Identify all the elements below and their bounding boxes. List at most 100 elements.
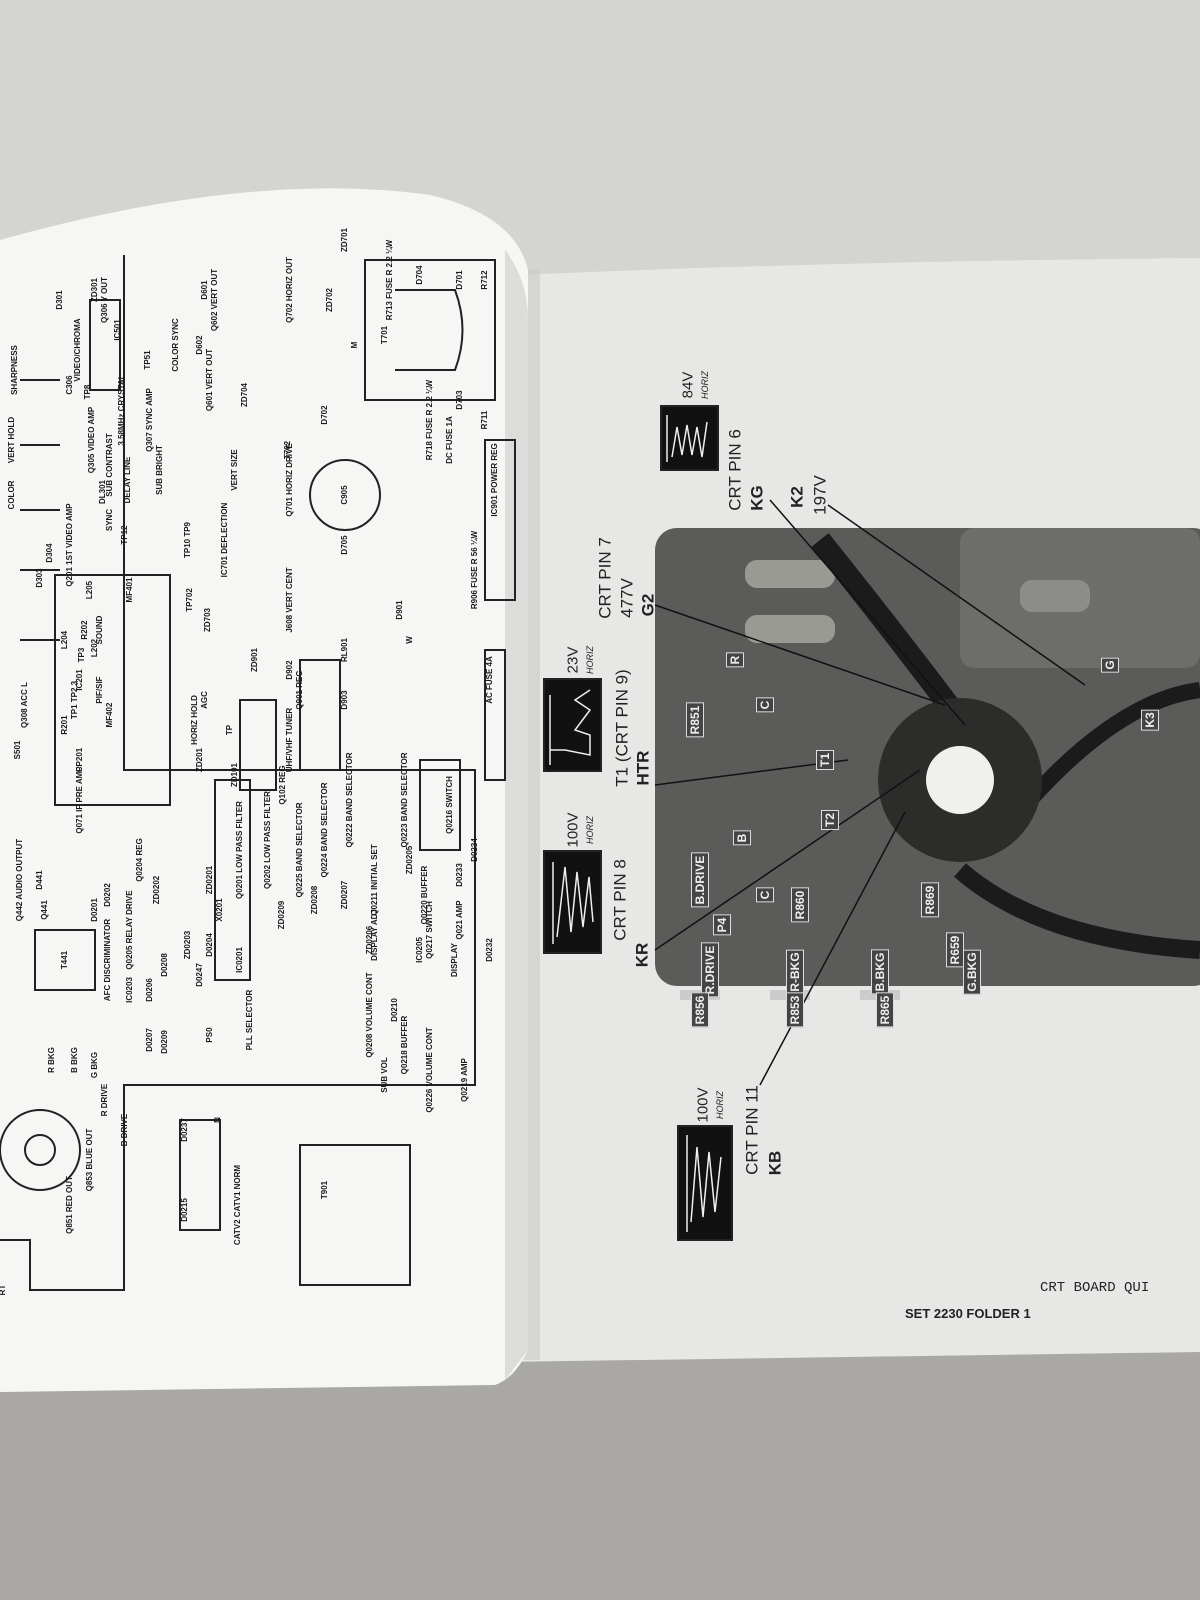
scope-trace-23v [543,678,602,772]
schematic-label: R712 [480,270,489,290]
board-silkscreen-label: T2 [821,809,839,831]
schematic-label: D702 [320,405,329,425]
schematic-label: Q441 [40,900,49,920]
schematic-label: SUB CONTRAST [105,433,114,497]
schematic-label: D301 [55,290,64,310]
scope-trace-100v-kr [543,850,602,954]
schematic-label: IC701 DEFLECTION [220,502,229,578]
callout-signal: KB [765,1150,785,1176]
schematic-label: ZD101 [230,762,239,788]
board-silkscreen-label: B [733,830,751,846]
schematic-label: CATV2 CATV1 NORM [233,1164,242,1246]
schematic-label: TP8 [83,384,92,400]
schematic-label: Q0224 BAND SELECTOR [320,782,329,878]
schematic-label: ZD901 [250,647,259,673]
schematic-label: DC FUSE 1A [445,416,454,464]
schematic-label: R906 FUSE R 56 ¼W [470,530,479,610]
schematic-label: Q0218 BUFFER [400,1015,409,1075]
schematic-label: Q0208 VOLUME CONT [365,972,374,1058]
schematic-label: Q0211 INITIAL SET [370,844,379,916]
scope-mode: HORIZ [585,646,595,674]
schematic-label: TP12 [120,525,129,545]
schematic-label: Q0204 REG [135,838,144,882]
schematic-label: ZD703 [203,607,212,633]
schematic-label: R711 [480,410,489,430]
schematic-label: D304 [45,543,54,563]
schematic-label: T441 [60,950,69,970]
schematic-label: Q308 ACC L [20,682,29,728]
callout-signal: HTR [633,750,653,786]
schematic-label: D441 [35,870,44,890]
schematic-label: PS0 [205,1027,214,1043]
schematic-label: Q307 SYNC AMP [145,388,154,452]
schematic-label: D0237 [180,1118,189,1142]
schematic-label: TP10 TP9 [183,521,192,559]
schematic-label: X0201 [215,898,224,922]
schematic-label: VERT HOLD [7,416,16,464]
schematic-label: ZD0203 [183,930,192,960]
schematic-label: D705 [340,535,349,555]
callout-pin: CRT PIN 11 [742,1085,762,1175]
schematic-label: D0233 [455,863,464,887]
schematic-label: T701 [380,325,389,345]
schematic-label: TP1 TP2 3 [70,680,79,720]
board-silkscreen-label: R856 [691,992,709,1028]
schematic-label: R202 [80,620,89,640]
scope-voltage: 100V [564,812,582,848]
schematic-label: Q102 REG [278,765,287,805]
schematic-label: ZD0209 [277,900,286,930]
scope-mode: HORIZ [585,816,595,844]
board-silkscreen-label: R865 [876,992,894,1028]
callout-pin: CRT PIN 7 [595,537,615,619]
schematic-label: T702 [283,440,292,460]
schematic-label: SUB VOL [380,1057,389,1093]
schematic-label: Q851 RED OUT [65,1176,74,1234]
scope-voltage: 100V [694,1087,712,1123]
schematic-label: DISPLAY [450,943,459,977]
schematic-label: B DRIVE [120,1113,129,1147]
board-silkscreen-label: G.BKG [963,949,981,995]
schematic-label: R201 [60,715,69,735]
board-silkscreen-label: B.BKG [871,949,889,995]
schematic-label: Q0205 RELAY DRIVE [125,890,134,970]
schematic-label: Q601 VERT OUT [205,348,214,412]
schematic-label: ZD301 [90,277,99,303]
schematic-label: UHF/VHF TUNER [285,707,294,773]
schematic-label: AGC [200,691,209,709]
schematic-label: D0206 [145,978,154,1002]
board-silkscreen-label: T1 [816,749,834,771]
schematic-label: SYNC [105,508,114,532]
schematic-label: D703 [455,390,464,410]
schematic-label: IC901 POWER REG [490,443,499,517]
scope-voltage: 84V [679,371,697,399]
scope-voltage: 23V [564,646,582,674]
schematic-label: Q071 IF PRE AMP [75,766,84,834]
schematic-label: D902 [285,660,294,680]
schematic-label: ZD0201 [205,865,214,895]
schematic-label: VIDEO/CHROMA [73,318,82,382]
schematic-label: Q201 1ST VIDEO AMP [65,503,74,587]
schematic-label: N [213,1117,222,1123]
schematic-label: R713 FUSE R 2.2 ¼W [385,239,394,321]
schematic-label: COLOR SYNC [171,318,180,372]
schematic-label: J608 VERT CENT [285,567,294,633]
schematic-label: D601 [200,280,209,300]
schematic-label: COLOR [7,480,16,510]
board-silkscreen-label: C [756,697,774,713]
schematic-label: ZD701 [340,227,349,253]
schematic-label: IC501 [113,319,122,341]
schematic-label: D0234 [470,838,479,862]
board-silkscreen-label: R851 [686,702,704,738]
schematic-label: IC0205 [415,937,424,963]
board-silkscreen-label: G [1101,657,1119,673]
board-silkscreen-label: R659 [946,932,964,968]
schematic-label: DL301 [98,479,107,505]
schematic-label: D0247 [195,963,204,987]
schematic-label: ZD704 [240,382,249,408]
callout-pin: T1 (CRT PIN 9) [612,669,632,787]
board-silkscreen-label: R860 [791,887,809,923]
schematic-label: M [350,341,359,349]
callout-pin: CRT PIN 8 [610,859,630,941]
schematic-label: L205 [85,580,94,600]
schematic-label: SUB BRIGHT [155,445,164,495]
